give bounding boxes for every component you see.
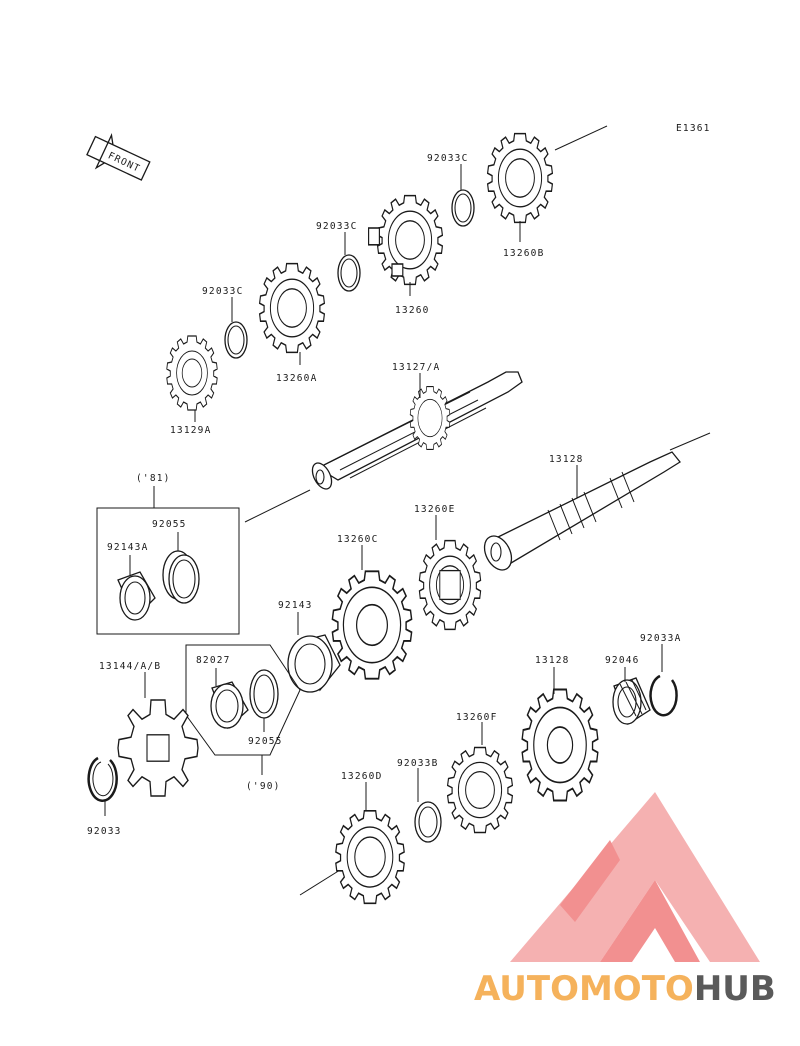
top-axis-line (554, 125, 608, 151)
diagram-code: E1361 (676, 123, 711, 134)
label-13128-top: 13128 (549, 454, 584, 465)
automotohub-logo (510, 792, 760, 962)
label-13260: 13260 (395, 305, 430, 316)
label-92055-a: 92055 (152, 519, 187, 530)
mainshaft-axis-line (244, 489, 311, 523)
bushing-82027[interactable] (210, 681, 249, 730)
label-13260f: 13260F (456, 712, 498, 723)
label-13127a: 13127/A (392, 362, 440, 373)
label-92046: 92046 (605, 655, 640, 666)
sprocket-13144[interactable] (117, 699, 199, 797)
label-92033c-a: 92033C (427, 153, 469, 164)
label-13260e: 13260E (414, 504, 456, 515)
gear-13128-bottom[interactable] (521, 688, 599, 802)
gear-13260b[interactable] (488, 134, 553, 223)
label-13144: 13144/A/B (99, 661, 161, 672)
label-82027: 82027 (196, 655, 231, 666)
note-81: ('81) (136, 473, 171, 484)
label-13129a: 13129A (170, 425, 212, 436)
ring-92033c-c[interactable] (224, 321, 248, 359)
label-13260c: 13260C (337, 534, 379, 545)
countershaft-axis-line (669, 432, 711, 451)
gear-13260f[interactable] (448, 747, 513, 832)
ring-92033c-a[interactable] (451, 189, 475, 227)
mainshaft-13127a[interactable] (309, 371, 523, 492)
label-92143a: 92143A (107, 542, 149, 553)
brand-text-automoto: AUTOMOTOHUB (474, 969, 776, 1009)
gear-13260d[interactable] (336, 811, 404, 904)
note-90: ('90) (246, 781, 281, 792)
gear-13260c[interactable] (331, 570, 413, 680)
gear-13129a[interactable] (166, 335, 218, 411)
ring-92055-b[interactable] (249, 669, 279, 719)
label-13260d: 13260D (341, 771, 383, 782)
label-92033c-b: 92033C (316, 221, 358, 232)
label-13128-bottom: 13128 (535, 655, 570, 666)
front-arrow-icon: FRONT (86, 133, 151, 181)
label-92033a: 92033A (640, 633, 682, 644)
gear-13260[interactable] (368, 196, 443, 285)
label-92143: 92143 (278, 600, 313, 611)
bearing-92046[interactable] (612, 677, 651, 725)
bushing-92143[interactable] (287, 634, 341, 693)
ring-92055-a[interactable] (162, 550, 200, 604)
countershaft-13128[interactable] (479, 451, 681, 574)
circlip-92033a[interactable] (649, 674, 678, 717)
label-92033c-c: 92033C (202, 286, 244, 297)
label-13260a: 13260A (276, 373, 318, 384)
label-92033b: 92033B (397, 758, 439, 769)
ring-92033b[interactable] (414, 801, 442, 843)
box-81: ('81) (96, 473, 240, 635)
label-92055-b: 92055 (248, 736, 283, 747)
box-90: ('90) (185, 644, 301, 792)
bottom-axis-line (299, 869, 341, 896)
gear-13260a[interactable] (260, 264, 325, 353)
gear-13260e[interactable] (419, 541, 480, 630)
circlip-92033[interactable] (87, 756, 118, 802)
label-92033: 92033 (87, 826, 122, 837)
ring-92033c-b[interactable] (337, 254, 361, 292)
label-13260b: 13260B (503, 248, 545, 259)
bushing-92143a[interactable] (117, 571, 156, 621)
